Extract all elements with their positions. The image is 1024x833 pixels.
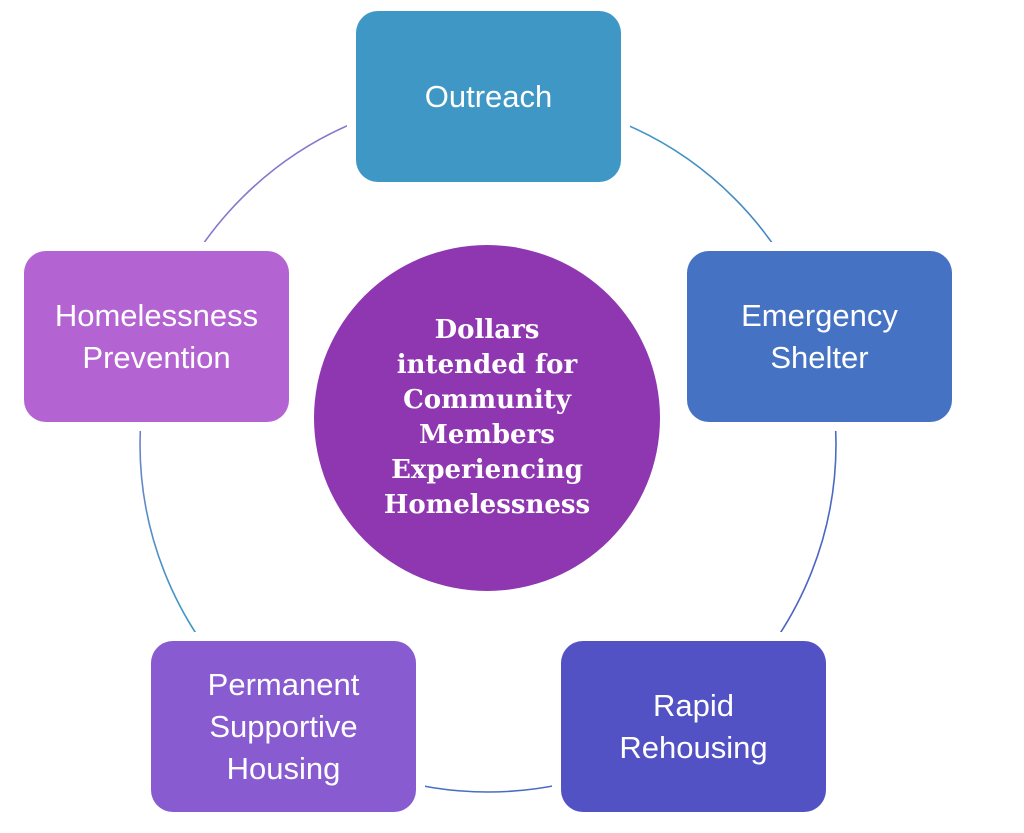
- node-permanent-supportive-housing: Permanent Supportive Housing: [151, 641, 416, 812]
- center-circle: Dollars intended for Community Members E…: [314, 245, 660, 591]
- node-label: Emergency Shelter: [741, 297, 898, 375]
- node-rapid-rehousing: Rapid Rehousing: [561, 641, 826, 812]
- node-emergency-shelter: Emergency Shelter: [687, 251, 952, 422]
- node-outreach: Outreach: [356, 11, 621, 182]
- node-homelessness-prevention: Homelessness Prevention: [24, 251, 289, 422]
- node-label: Permanent Supportive Housing: [207, 666, 360, 786]
- node-label: Rapid Rehousing: [619, 687, 768, 765]
- node-label: Homelessness Prevention: [54, 297, 259, 375]
- center-text: Dollars intended for Community Members E…: [383, 315, 591, 520]
- node-label: Outreach: [424, 78, 553, 114]
